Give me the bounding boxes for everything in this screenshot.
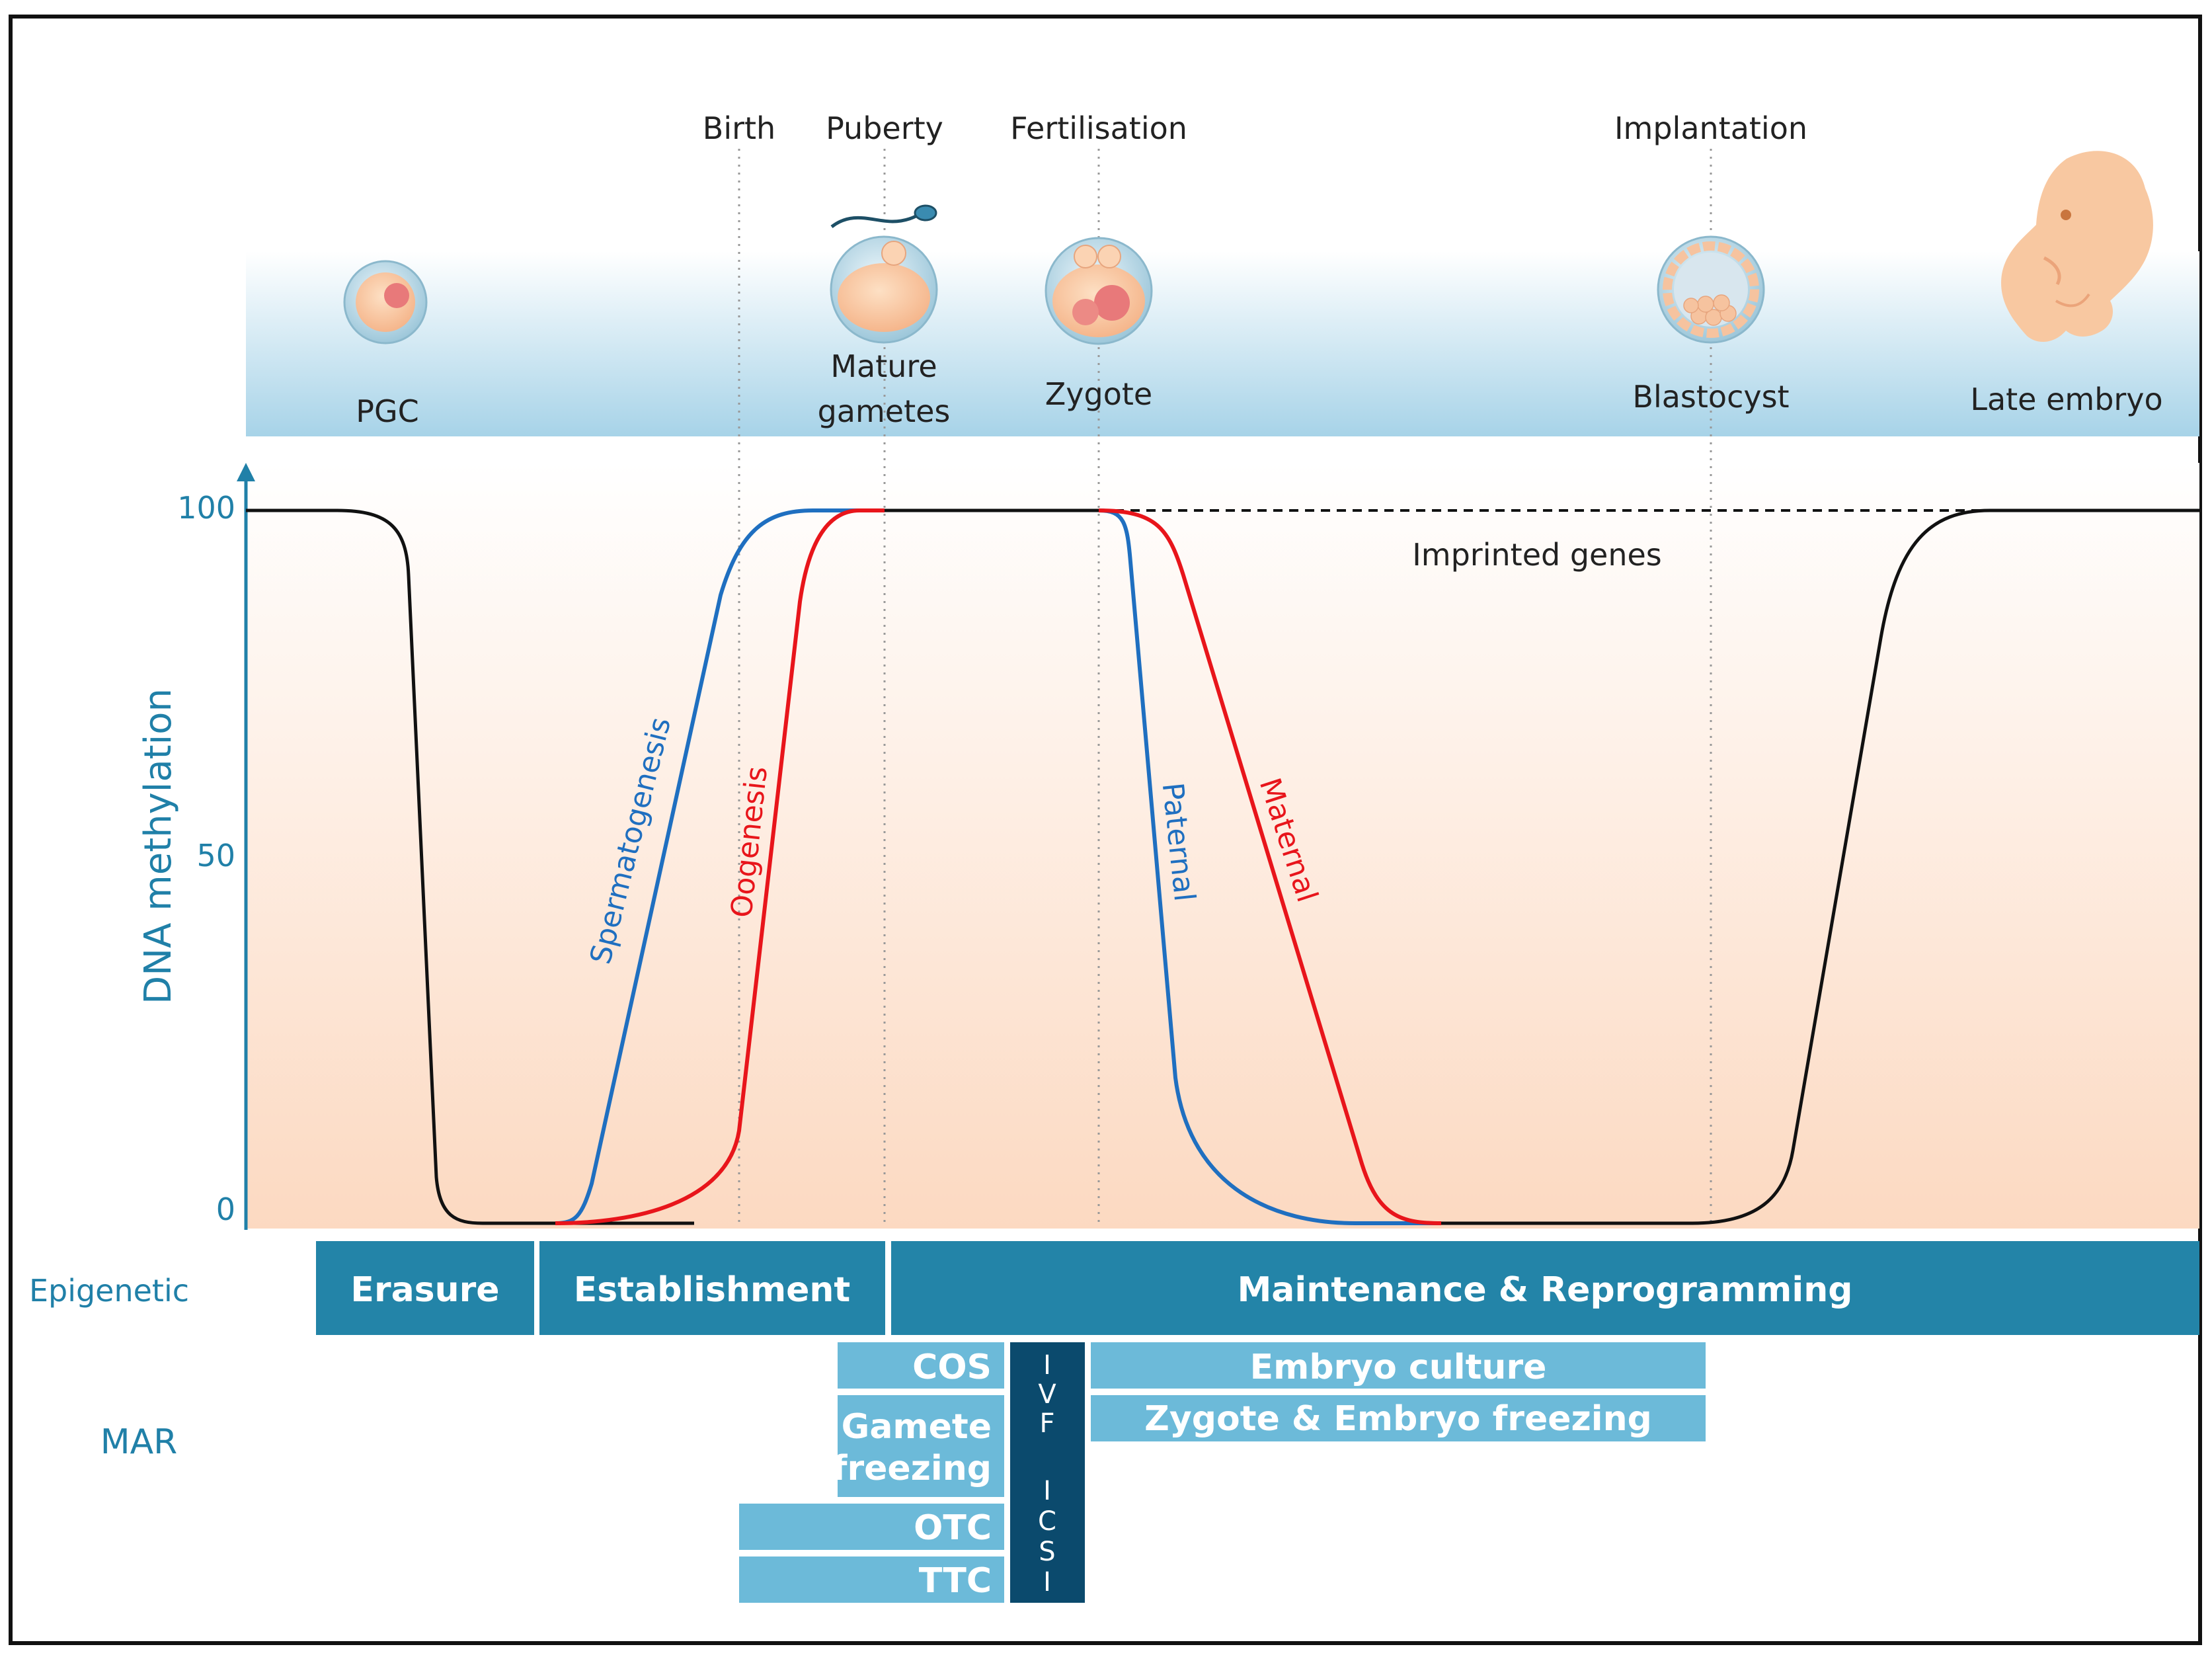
gamete-freezing-bar (838, 1395, 1004, 1497)
zygote-embryo-freezing-bar (1091, 1395, 1706, 1441)
event-label-implantation: Implantation (1614, 110, 1807, 146)
y-tick-100: 100 (177, 490, 235, 526)
global-methylation-curve (246, 508, 694, 1225)
maintenance-label: Maintenance & Reprogramming (1238, 1270, 1853, 1310)
blastocyst-icon (1657, 235, 1765, 344)
oocyte-icon (830, 235, 938, 344)
ivf-letter-i: I (1043, 1350, 1051, 1381)
pgc-cell-icon (343, 260, 428, 344)
spermatogenesis-curve (555, 508, 885, 1225)
cos-bar (838, 1342, 1004, 1389)
late-embryo-icon (2001, 151, 2153, 343)
icsi-letter-i1: I (1043, 1476, 1051, 1506)
figure-frame (9, 15, 2202, 1645)
imprinted-genes-label: Imprinted genes (1412, 537, 1662, 573)
ttc-label: TTC (919, 1561, 992, 1601)
establishment-bar (539, 1241, 885, 1335)
otc-label: OTC (914, 1508, 992, 1548)
epigenetic-phase-bars (316, 1241, 2199, 1335)
stage-label-late-embryo: Late embryo (1970, 382, 2162, 417)
event-label-birth: Birth (703, 110, 775, 146)
event-label-puberty: Puberty (826, 110, 943, 146)
establishment-label: Establishment (574, 1270, 851, 1310)
maintenance-bar (891, 1241, 2199, 1335)
y-tick-50: 50 (196, 838, 235, 873)
erasure-label: Erasure (350, 1270, 499, 1310)
y-tick-0: 0 (216, 1192, 235, 1227)
cos-label: COS (912, 1348, 992, 1387)
maternal-curve (1098, 508, 1442, 1225)
epigenetic-row-label: Epigenetic (29, 1273, 189, 1309)
y-axis (237, 463, 255, 1230)
zygote-embryo-freezing-label: Zygote & Embryo freezing (1144, 1399, 1652, 1439)
paternal-curve (1098, 508, 1441, 1225)
ivf-letter-f: F (1039, 1408, 1054, 1439)
icsi-letter-i2: I (1043, 1567, 1051, 1597)
stage-label-pgc: PGC (356, 393, 419, 429)
ttc-bar (739, 1556, 1004, 1603)
stage-label-gametes-line2: gametes (818, 393, 951, 429)
otc-bar (739, 1504, 1004, 1550)
oogenesis-curve (555, 508, 885, 1225)
mar-bars (739, 1342, 1706, 1603)
sperm-icon (830, 204, 937, 229)
embryo-culture-bar (1091, 1342, 1706, 1389)
ivf-letter-v: V (1038, 1379, 1056, 1410)
stage-band (246, 251, 2199, 436)
gamete-freezing-label-line2: freezing (832, 1449, 992, 1488)
zygote-icon (1045, 237, 1153, 345)
embryo-remethylation-curve (1355, 508, 2199, 1225)
event-label-fertilisation: Fertilisation (1010, 110, 1187, 146)
plot-area (246, 463, 2199, 1229)
stage-label-blastocyst: Blastocyst (1632, 379, 1789, 415)
icsi-letter-s: S (1039, 1537, 1055, 1567)
embryo-culture-label: Embryo culture (1250, 1348, 1547, 1387)
stage-label-gametes-line1: Mature (830, 348, 937, 384)
stage-label-zygote: Zygote (1045, 376, 1152, 412)
ivf-icsi-bar (1010, 1342, 1085, 1603)
icsi-letter-c: C (1038, 1506, 1056, 1537)
y-axis-label: DNA methylation (137, 688, 180, 1004)
mar-row-label: MAR (100, 1422, 178, 1462)
erasure-bar (316, 1241, 534, 1335)
gamete-freezing-label-line1: Gamete (842, 1407, 992, 1447)
